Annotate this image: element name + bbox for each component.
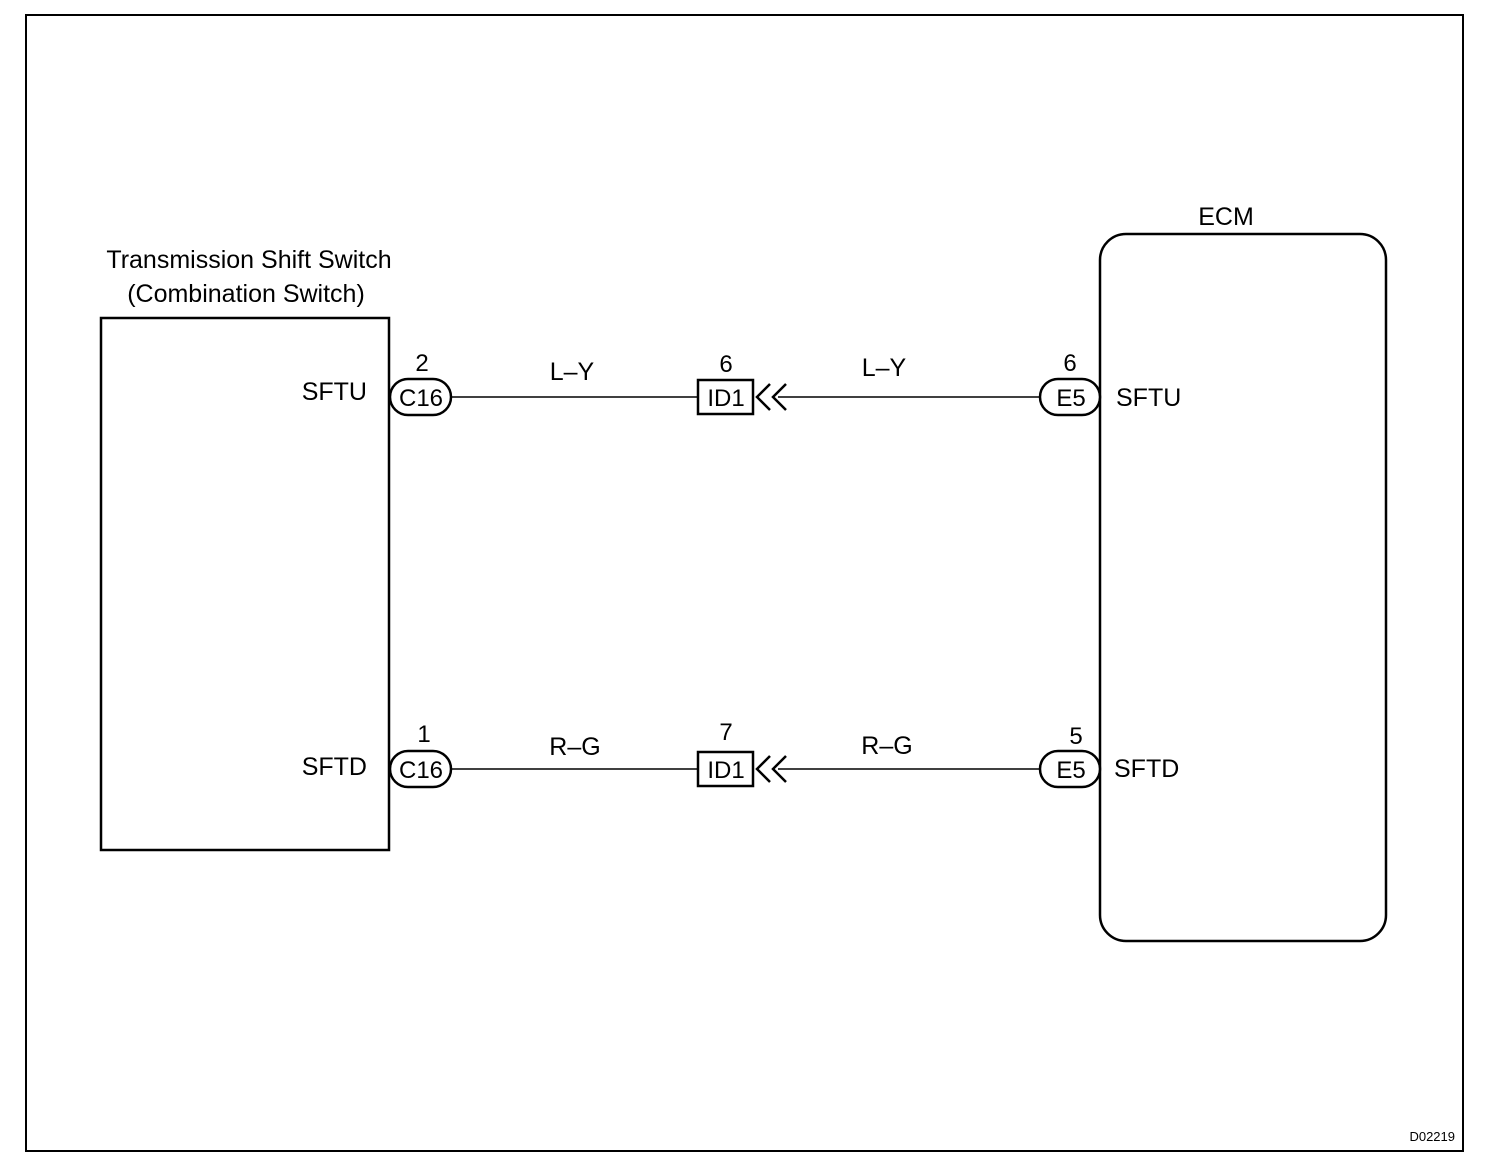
connector-chevron-icon [755,755,787,783]
ecm-pin-sftu-label: SFTU [1116,384,1181,412]
diagram-frame [25,14,1464,1152]
connector-chevron-icon [755,383,787,411]
connector-e5-sftd [1038,749,1102,789]
ecm-pin-number-sftd: 5 [1069,723,1082,750]
switch-pin-number-sftu: 2 [415,350,428,377]
wire-color-sftu-right: L–Y [862,354,907,382]
wire-color-sftd-right: R–G [861,732,912,760]
connector-c16-sftd-label: C16 [399,757,443,784]
switch-pin-sftd-label: SFTD [302,753,367,781]
switch-box [99,316,391,852]
ecm-pin-number-sftu: 6 [1063,350,1076,377]
switch-pin-sftu-label: SFTU [302,378,367,406]
connector-e5-sftu-label: E5 [1056,385,1085,412]
ecm-title: ECM [1198,203,1254,231]
connector-c16-sftu [388,377,453,417]
connector-id1-sftu [696,378,755,416]
ecm-box [1098,232,1388,943]
wire-color-sftu-left: L–Y [550,358,595,386]
connector-c16-sftd [388,749,453,789]
connector-id1-sftd [696,750,755,788]
ecm-pin-sftd-label: SFTD [1114,755,1179,783]
circuit-sftd: C16 1 R–G ID1 7 R–G E5 5 [388,719,1102,789]
figure-code: D02219 [1409,1129,1455,1144]
junction-pin-number-sftu: 6 [719,351,732,378]
connector-e5-sftd-label: E5 [1056,757,1085,784]
junction-pin-number-sftd: 7 [719,719,732,746]
connector-e5-sftu [1038,377,1102,417]
circuit-sftu: C16 2 L–Y ID1 6 L–Y E5 6 [388,350,1102,417]
connector-c16-sftu-label: C16 [399,385,443,412]
switch-pin-number-sftd: 1 [417,721,430,748]
switch-title-line2: (Combination Switch) [127,280,365,308]
connector-id1-sftu-label: ID1 [707,385,744,412]
wire-color-sftd-left: R–G [549,733,600,761]
connector-id1-sftd-label: ID1 [707,757,744,784]
switch-title-line1: Transmission Shift Switch [106,246,391,274]
